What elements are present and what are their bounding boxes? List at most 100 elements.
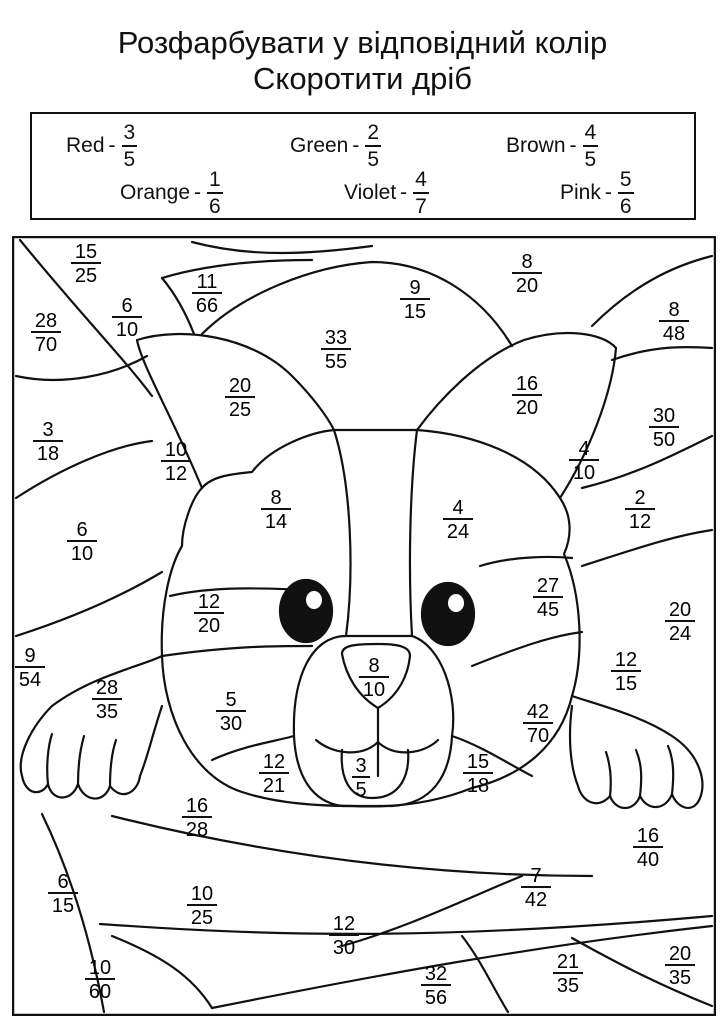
fraction-numerator: 32	[425, 963, 447, 985]
fraction-denominator: 10	[116, 319, 138, 341]
right-ear	[415, 331, 618, 500]
fraction-denominator: 21	[263, 775, 285, 797]
fraction-numerator: 16	[186, 795, 208, 817]
legend-color-label: Red	[66, 134, 105, 157]
fraction-denominator: 5	[355, 779, 366, 801]
fraction-denominator: 50	[653, 429, 675, 451]
right-eye-highlight	[448, 594, 464, 612]
region-line	[40, 812, 106, 1014]
left-ear	[135, 332, 336, 490]
fraction-denominator: 55	[325, 351, 347, 373]
region-line	[580, 434, 714, 490]
cat-tongue	[340, 748, 410, 800]
region-fraction: 212	[625, 487, 655, 533]
region-fraction: 610	[112, 295, 142, 341]
cat-head	[160, 428, 581, 808]
fraction-denominator: 28	[186, 819, 208, 841]
region-fraction: 742	[521, 865, 551, 911]
fraction-numerator: 8	[368, 655, 379, 677]
fraction-denominator: 10	[573, 462, 595, 484]
fraction-numerator: 12	[615, 649, 637, 671]
right-eye	[420, 581, 476, 647]
paw-toe-line	[604, 750, 612, 798]
head-line	[160, 644, 314, 658]
head-line	[470, 630, 584, 668]
fraction-denominator: 14	[265, 511, 287, 533]
fraction-numerator: 9	[409, 277, 420, 299]
region-line	[210, 924, 714, 1010]
fraction-numerator: 3	[42, 419, 53, 441]
region-line	[610, 345, 714, 362]
paw-toe-line	[76, 734, 86, 786]
region-fraction: 424	[443, 497, 473, 543]
legend-color-label: Pink	[560, 181, 601, 204]
left-paw	[19, 654, 164, 800]
head-line	[332, 428, 352, 638]
fraction-denominator: 18	[37, 443, 59, 465]
paw-toe-line	[46, 732, 54, 786]
region-fraction: 35	[352, 755, 370, 801]
left-eye-highlight	[306, 591, 322, 609]
fraction-denominator: 35	[557, 975, 579, 997]
fraction-numerator: 6	[57, 871, 68, 893]
cat-muzzle	[292, 634, 455, 808]
region-fraction: 810	[359, 655, 389, 701]
fraction-numerator: 12	[198, 591, 220, 613]
fraction-numerator: 12	[263, 751, 285, 773]
region-fraction: 915	[400, 277, 430, 323]
fraction-numerator: 11	[197, 271, 218, 293]
region-fraction: 820	[512, 251, 542, 297]
fraction-numerator: 16	[637, 825, 659, 847]
fraction-numerator: 28	[96, 677, 118, 699]
region-fraction: 814	[261, 487, 291, 533]
fraction-denominator: 40	[637, 849, 659, 871]
fraction-denominator: 48	[663, 323, 685, 345]
paw-toe-line	[108, 738, 118, 788]
fraction-numerator: 10	[89, 957, 111, 979]
region-line	[190, 240, 374, 255]
region-line	[110, 814, 594, 878]
fraction-denominator: 54	[19, 669, 41, 691]
legend-color-label: Orange	[120, 181, 191, 204]
fraction-denominator: 15	[404, 301, 426, 323]
fraction-numerator: 7	[530, 865, 541, 887]
fraction-numerator: 30	[653, 405, 675, 427]
fraction-denominator: 30	[220, 713, 242, 735]
fraction-denominator: 10	[71, 543, 93, 565]
region-fraction: 615	[48, 871, 78, 917]
region-line	[580, 528, 714, 568]
left-eye	[278, 578, 334, 644]
fraction-denominator: 66	[196, 295, 218, 317]
mouth-left	[314, 738, 380, 754]
region-fraction: 410	[569, 438, 599, 484]
region-fraction: 954	[15, 645, 45, 691]
fraction-numerator: 21	[557, 951, 579, 973]
fraction-denominator: 70	[35, 334, 57, 356]
fraction-denominator: 24	[669, 623, 691, 645]
region-line	[340, 874, 524, 948]
fraction-denominator: 30	[333, 937, 355, 959]
fraction-denominator: 20	[516, 397, 538, 419]
fraction-numerator: 10	[191, 883, 213, 905]
region-fraction: 318	[33, 419, 63, 465]
picture-border	[12, 236, 716, 1016]
